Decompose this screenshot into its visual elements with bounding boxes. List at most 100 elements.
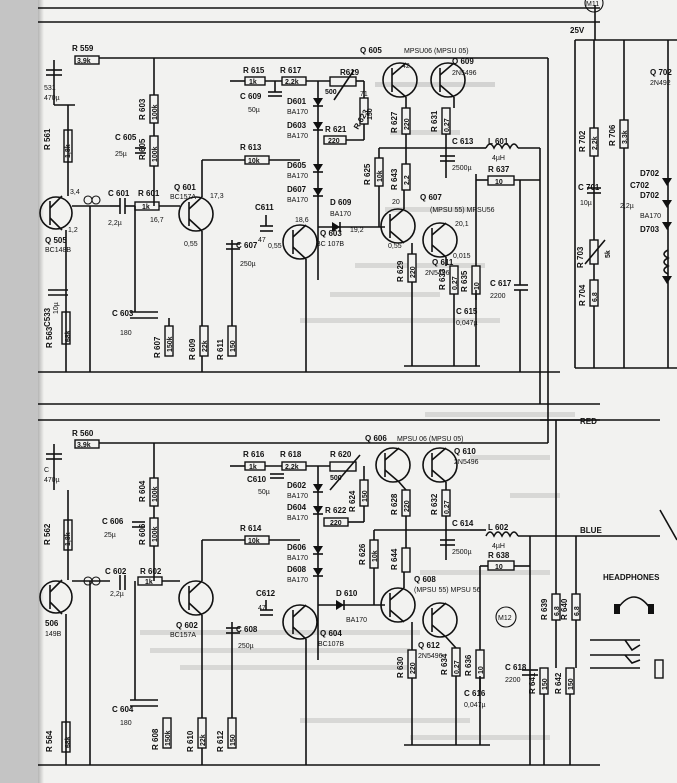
svg-text:Q 611: Q 611 xyxy=(432,258,454,267)
svg-text:150: 150 xyxy=(542,678,549,690)
svg-text:Q 702: Q 702 xyxy=(650,68,672,77)
svg-text:Q 505: Q 505 xyxy=(45,236,67,245)
svg-text:R 640: R 640 xyxy=(560,598,569,620)
svg-text:531: 531 xyxy=(44,85,56,92)
svg-text:C611: C611 xyxy=(255,203,274,212)
svg-text:R 643: R 643 xyxy=(390,168,399,190)
svg-text:6,8: 6,8 xyxy=(554,606,561,616)
svg-text:180: 180 xyxy=(120,330,132,337)
svg-text:R 702: R 702 xyxy=(578,130,587,152)
svg-text:150: 150 xyxy=(568,678,575,690)
svg-text:220: 220 xyxy=(330,520,342,527)
svg-text:C533: C533 xyxy=(43,307,52,327)
svg-text:100k: 100k xyxy=(152,486,159,502)
svg-text:R 616: R 616 xyxy=(243,450,265,459)
svg-text:R 644: R 644 xyxy=(390,548,399,570)
svg-text:2,2: 2,2 xyxy=(404,175,411,185)
svg-text:R 620: R 620 xyxy=(330,450,352,459)
svg-text:5k: 5k xyxy=(605,250,612,258)
svg-text:C 617: C 617 xyxy=(490,279,512,288)
svg-text:MPSU 06 (MPSU 05): MPSU 06 (MPSU 05) xyxy=(397,436,464,443)
svg-text:L 602: L 602 xyxy=(488,523,509,532)
svg-text:R 604: R 604 xyxy=(138,480,147,502)
svg-text:0,27: 0,27 xyxy=(444,500,451,514)
svg-text:Q 612: Q 612 xyxy=(418,641,440,650)
svg-text:0,047µ: 0,047µ xyxy=(464,702,486,709)
svg-text:0,55: 0,55 xyxy=(184,241,198,248)
right-section: Q 702 2N492 R 702 2,2k R 706 3,3k C 701 … xyxy=(528,40,677,765)
svg-text:47: 47 xyxy=(258,237,266,244)
svg-text:2200: 2200 xyxy=(505,677,521,684)
svg-text:R 704: R 704 xyxy=(578,284,587,306)
svg-text:R 639: R 639 xyxy=(540,598,549,620)
svg-text:BC148B: BC148B xyxy=(45,247,71,254)
svg-text:BC157A: BC157A xyxy=(170,194,196,201)
svg-text:6,8: 6,8 xyxy=(574,606,581,616)
svg-text:Q 608: Q 608 xyxy=(414,575,436,584)
svg-text:R 706: R 706 xyxy=(608,124,617,146)
svg-text:220: 220 xyxy=(410,662,417,674)
svg-text:R 629: R 629 xyxy=(396,260,405,282)
svg-text:10k: 10k xyxy=(248,538,260,545)
svg-text:2500µ: 2500µ xyxy=(452,549,472,556)
svg-text:R 627: R 627 xyxy=(390,111,399,133)
schematic-sheet: M11 25V R 559 3,9k 531 470µ R 561 1,8k Q… xyxy=(38,0,677,783)
svg-text:16,7: 16,7 xyxy=(150,217,164,224)
svg-text:R 621: R 621 xyxy=(325,125,347,134)
svg-text:C 615: C 615 xyxy=(456,307,478,316)
svg-text:0,27: 0,27 xyxy=(452,276,459,290)
svg-text:R 632: R 632 xyxy=(430,493,439,515)
svg-text:220: 220 xyxy=(410,266,417,278)
svg-text:D605: D605 xyxy=(287,161,307,170)
svg-text:R 626: R 626 xyxy=(358,543,367,565)
svg-text:D 609: D 609 xyxy=(330,198,352,207)
svg-text:10k: 10k xyxy=(372,550,379,562)
svg-text:R 642: R 642 xyxy=(554,672,563,694)
svg-text:R 631: R 631 xyxy=(430,110,439,132)
svg-text:C 614: C 614 xyxy=(452,519,474,528)
svg-text:2,2k: 2,2k xyxy=(285,464,299,471)
svg-text:D607: D607 xyxy=(287,185,307,194)
upper-channel: R 559 3,9k 531 470µ R 561 1,8k Q 505 BC1… xyxy=(39,44,541,404)
svg-text:BA170: BA170 xyxy=(287,197,308,204)
svg-text:42: 42 xyxy=(402,63,410,70)
svg-text:150k: 150k xyxy=(165,730,172,746)
svg-text:1k: 1k xyxy=(145,579,153,586)
svg-text:0,55: 0,55 xyxy=(388,243,402,250)
svg-text:50µ: 50µ xyxy=(248,107,260,114)
svg-text:47: 47 xyxy=(258,605,266,612)
svg-text:BC107B: BC107B xyxy=(318,641,344,648)
svg-text:BA170: BA170 xyxy=(287,109,308,116)
svg-text:Q 609: Q 609 xyxy=(452,57,474,66)
svg-text:R 630: R 630 xyxy=(396,656,405,678)
svg-text:BC 107B: BC 107B xyxy=(316,241,344,248)
svg-text:19,2: 19,2 xyxy=(350,227,364,234)
svg-text:R 562: R 562 xyxy=(43,523,52,545)
svg-text:R 611: R 611 xyxy=(216,339,225,360)
svg-text:Q 603: Q 603 xyxy=(320,229,342,238)
svg-text:R 603: R 603 xyxy=(138,98,147,120)
svg-text:(MPSU 55) MPSU 56: (MPSU 55) MPSU 56 xyxy=(414,587,481,594)
svg-text:1k: 1k xyxy=(142,204,150,211)
svg-text:MPSU06 (MPSU 05): MPSU06 (MPSU 05) xyxy=(404,48,469,55)
svg-text:R 613: R 613 xyxy=(240,143,262,152)
svg-text:BC157A: BC157A xyxy=(170,632,196,639)
svg-text:2N5496: 2N5496 xyxy=(418,653,443,660)
svg-text:R 641: R 641 xyxy=(528,672,537,694)
svg-text:M11: M11 xyxy=(586,1,599,8)
svg-text:R 608: R 608 xyxy=(151,728,160,750)
svg-text:R 635: R 635 xyxy=(460,270,469,292)
svg-text:3,3k: 3,3k xyxy=(622,130,629,144)
svg-text:2,2k: 2,2k xyxy=(592,136,599,150)
svg-text:220: 220 xyxy=(404,118,411,130)
svg-text:10k: 10k xyxy=(248,158,260,165)
test-point-m12: M12 xyxy=(498,615,512,622)
svg-text:100k: 100k xyxy=(152,526,159,542)
svg-text:10: 10 xyxy=(495,564,503,571)
svg-text:2,2µ: 2,2µ xyxy=(620,203,634,210)
headphones-icon xyxy=(614,596,654,614)
svg-text:BA170: BA170 xyxy=(287,173,308,180)
svg-text:R 560: R 560 xyxy=(72,429,94,438)
svg-text:R 563: R 563 xyxy=(45,326,54,348)
svg-text:R 559: R 559 xyxy=(72,44,94,53)
